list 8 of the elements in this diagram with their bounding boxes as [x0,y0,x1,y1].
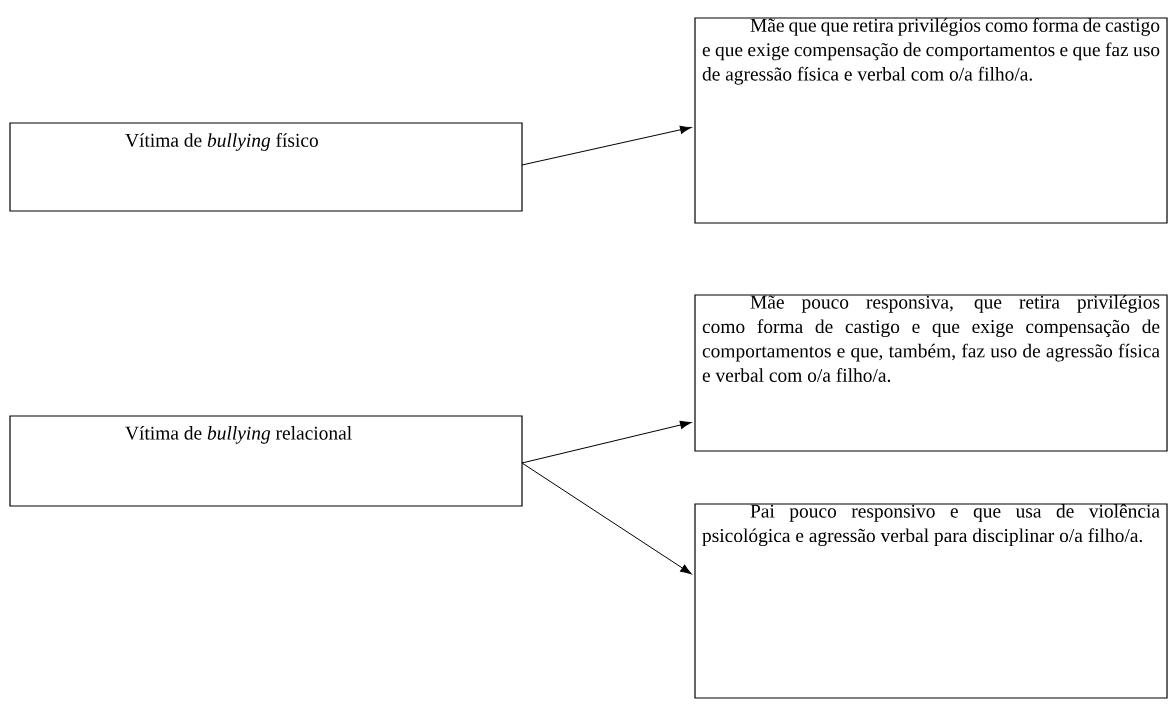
text-box: Pai pouco responsivo e que usa de violência psicológica e agressão verbal para disciplinar o/a filho/a. [694,503,1168,699]
arrow [521,420,692,464]
label-box: Vítima de bullying físico [9,122,523,212]
text-box: Mãe que que retira privilégios como forma de castigo e que exige compensação de comportamentos e que faz uso de agressão física e verbal com o/a filho/a. [694,17,1168,224]
arrow [521,462,692,575]
text-box: Mãe pouco responsiva, que retira privilégios como forma de castigo e que exige compensação de comportamentos e que, também, faz uso de agressão física e verbal com o/a filho/a. [694,294,1168,452]
label-box: Vítima de bullying relacional [9,415,523,507]
arrow [521,125,692,166]
